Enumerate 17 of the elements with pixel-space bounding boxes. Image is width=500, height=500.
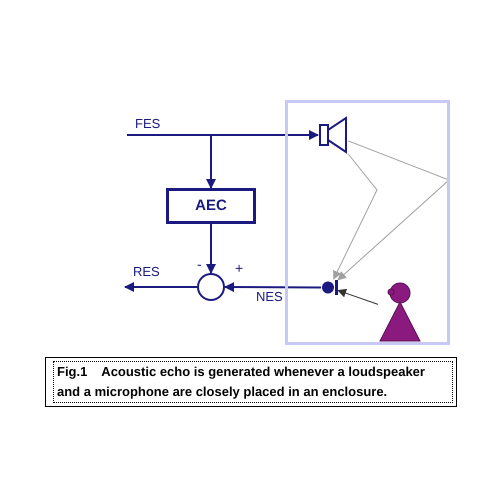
edge-label: RES (133, 265, 160, 278)
arrow (337, 288, 378, 305)
sign-label: - (197, 257, 202, 271)
arrow (337, 140, 450, 280)
arrow (206, 135, 216, 189)
sign-label: + (235, 261, 244, 275)
edge-label: FES (135, 117, 160, 130)
process-box (166, 188, 256, 224)
arrow (333, 153, 378, 280)
box-label: AEC (195, 196, 227, 216)
caption-text: Fig.1 Acoustic echo is generated whenever a loudspeaker and a microphone are closely placed in an enclosure. (53, 361, 453, 403)
arrow (206, 224, 216, 274)
arrow (224, 282, 321, 292)
arrow (127, 130, 319, 140)
enclosure-box (285, 100, 450, 345)
edge-label: NES (256, 290, 283, 303)
arrow (124, 282, 197, 292)
